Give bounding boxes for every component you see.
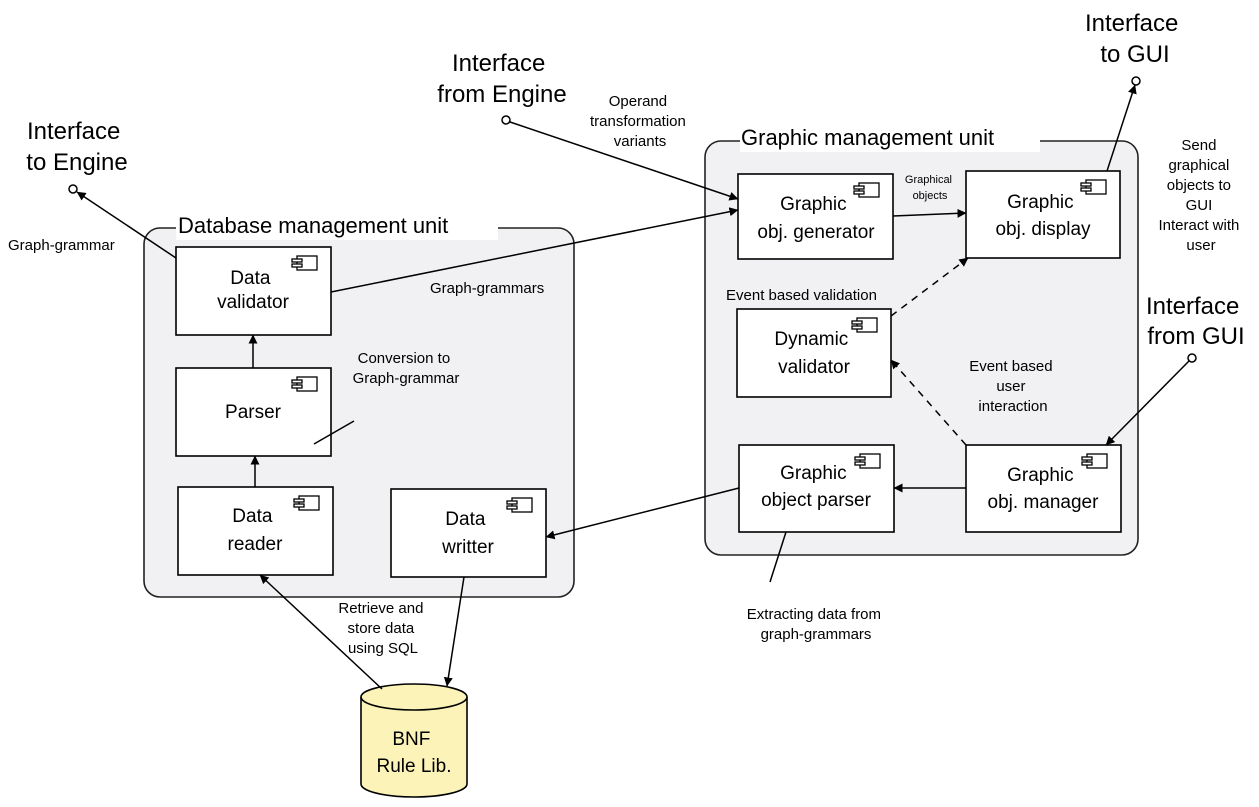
data-writer-label: Data writter	[441, 509, 494, 558]
graphic-unit-title: Graphic management unit	[741, 125, 994, 150]
data-reader-label: Data reader	[228, 506, 284, 555]
interface-to-engine-label: Interface to Engine	[26, 118, 127, 176]
graphic-obj-generator-label: Graphic obj. generator	[757, 194, 875, 243]
edge-generator-to-display	[892, 208, 967, 218]
extracting-note: Extracting data from graph-grammars	[747, 606, 885, 643]
graphic-obj-manager-label: Graphic obj. manager	[988, 465, 1100, 513]
edge-validator-to-generator	[330, 207, 739, 293]
graphic-obj-display-component[interactable]: Graphic obj. display	[965, 170, 1121, 259]
graphical-objects-note: Graphical objects	[905, 174, 955, 202]
edge-manager-to-dynamic	[890, 359, 967, 446]
parser-component[interactable]: Parser	[175, 367, 332, 457]
data-reader-component[interactable]: Data reader	[177, 486, 334, 576]
extracting-note-leader	[769, 531, 787, 583]
interface-from-gui-label: Interface from GUI	[1146, 293, 1246, 350]
component-icon	[291, 376, 318, 392]
data-writer-component[interactable]: Data writter	[390, 488, 547, 578]
graphic-obj-manager-component[interactable]: Graphic obj. manager	[965, 444, 1122, 533]
from-gui-port-icon[interactable]	[1187, 353, 1197, 363]
retrieve-store-note: Retrieve and store data using SQL	[338, 600, 427, 657]
edge-display-to-gui	[1106, 84, 1137, 172]
component-icon	[1080, 179, 1107, 195]
to-gui-port-icon[interactable]	[1131, 76, 1141, 86]
interface-to-gui-label: Interface to GUI	[1085, 10, 1185, 68]
edge-dynamic-to-display	[890, 257, 969, 317]
bnf-rule-lib-database[interactable]: BNF Rule Lib.	[360, 683, 468, 798]
edge-database-to-reader	[259, 574, 383, 690]
conversion-note: Conversion to Graph-grammar	[353, 350, 460, 387]
edge-engine-to-generator	[509, 121, 739, 201]
event-interaction-note: Event based user interaction	[969, 358, 1057, 415]
component-icon	[291, 255, 318, 271]
operand-note: Operand transformation variants	[590, 93, 690, 150]
graphic-object-parser-component[interactable]: Graphic object parser	[738, 444, 895, 533]
edge-gui-to-manager	[1105, 360, 1190, 446]
parser-label: Parser	[225, 402, 282, 423]
dynamic-validator-component[interactable]: Dynamic validator	[736, 308, 892, 398]
edge-writer-to-database	[443, 576, 465, 687]
from-engine-port-icon[interactable]	[501, 115, 511, 125]
data-validator-label: Data validator	[217, 268, 289, 313]
component-icon	[506, 497, 533, 513]
component-icon	[854, 453, 881, 469]
graphic-obj-display-label: Graphic obj. display	[995, 192, 1091, 240]
to-engine-port-icon[interactable]	[68, 184, 78, 194]
component-icon	[853, 182, 880, 198]
send-graphical-note: Send graphical objects to GUI Interact w…	[1158, 137, 1243, 254]
graphic-object-parser-label: Graphic object parser	[761, 463, 872, 511]
data-validator-component[interactable]: Data validator	[175, 246, 332, 336]
bnf-rule-lib-label: BNF Rule Lib.	[377, 729, 452, 777]
dynamic-validator-label: Dynamic validator	[774, 329, 853, 378]
edge-object-parser-to-writer	[545, 487, 740, 540]
component-icon	[1081, 453, 1108, 469]
conversion-note-leader	[313, 420, 355, 445]
event-validation-note: Event based validation	[726, 287, 877, 304]
graph-grammars-note: Graph-grammars	[430, 280, 544, 297]
component-icon	[851, 317, 878, 333]
component-icon	[293, 495, 320, 511]
graph-grammar-note: Graph-grammar	[8, 237, 115, 254]
edge-validator-to-engine	[76, 191, 177, 259]
graphic-obj-generator-component[interactable]: Graphic obj. generator	[737, 173, 894, 260]
connectors	[76, 84, 1190, 690]
database-unit-title: Database management unit	[178, 213, 448, 238]
interface-from-engine-label: Interface from Engine	[437, 50, 566, 108]
database-cylinder-icon	[360, 683, 468, 711]
